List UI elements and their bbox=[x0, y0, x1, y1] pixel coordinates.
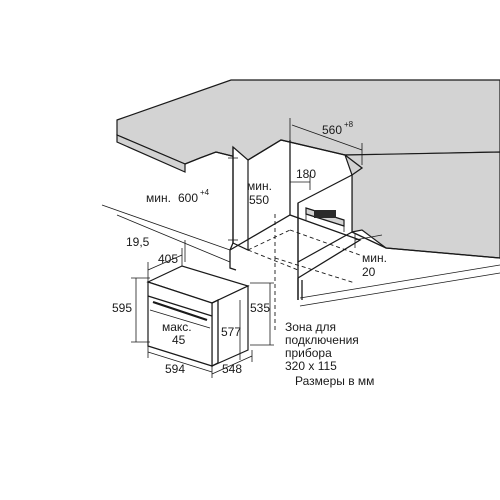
label-min-3: мин. bbox=[362, 251, 387, 265]
label-height-600-tolerance: +4 bbox=[200, 188, 210, 197]
label-zone-line-4: 320 x 115 bbox=[285, 359, 337, 373]
label-19-5: 19,5 bbox=[126, 235, 150, 249]
oven-dimensions bbox=[131, 240, 274, 378]
dimension-labels: 560 +8 мин. 600 +4 мин. 550 180 мин. 20 … bbox=[112, 120, 387, 388]
label-min-2: мин. bbox=[247, 179, 272, 193]
label-max: макс. bbox=[162, 320, 192, 334]
label-units-note: Размеры в мм bbox=[295, 374, 374, 388]
label-height-600: 600 bbox=[178, 191, 198, 205]
label-min-1: мин. bbox=[146, 191, 171, 205]
label-gap-20: 20 bbox=[362, 265, 376, 279]
niche-dashed-lines bbox=[247, 214, 361, 330]
label-gap-180: 180 bbox=[296, 167, 316, 181]
label-zone-line-1: Зона для bbox=[285, 320, 336, 334]
label-zone-line-3: прибора bbox=[285, 346, 332, 360]
label-548: 548 bbox=[222, 362, 242, 376]
label-594: 594 bbox=[165, 362, 185, 376]
label-depth-550: 550 bbox=[249, 193, 269, 207]
label-zone-line-2: подключения bbox=[285, 333, 359, 347]
label-535: 535 bbox=[250, 301, 270, 315]
oven bbox=[146, 265, 250, 367]
label-depth-560: 560 bbox=[322, 123, 342, 137]
niche-right-wall bbox=[297, 151, 500, 264]
worktop bbox=[116, 79, 500, 173]
label-45: 45 bbox=[172, 333, 186, 347]
label-405: 405 bbox=[158, 252, 178, 266]
label-depth-560-tolerance: +8 bbox=[344, 120, 354, 129]
label-595: 595 bbox=[112, 301, 132, 315]
label-577: 577 bbox=[221, 325, 241, 339]
niche-dimensions bbox=[228, 118, 383, 248]
